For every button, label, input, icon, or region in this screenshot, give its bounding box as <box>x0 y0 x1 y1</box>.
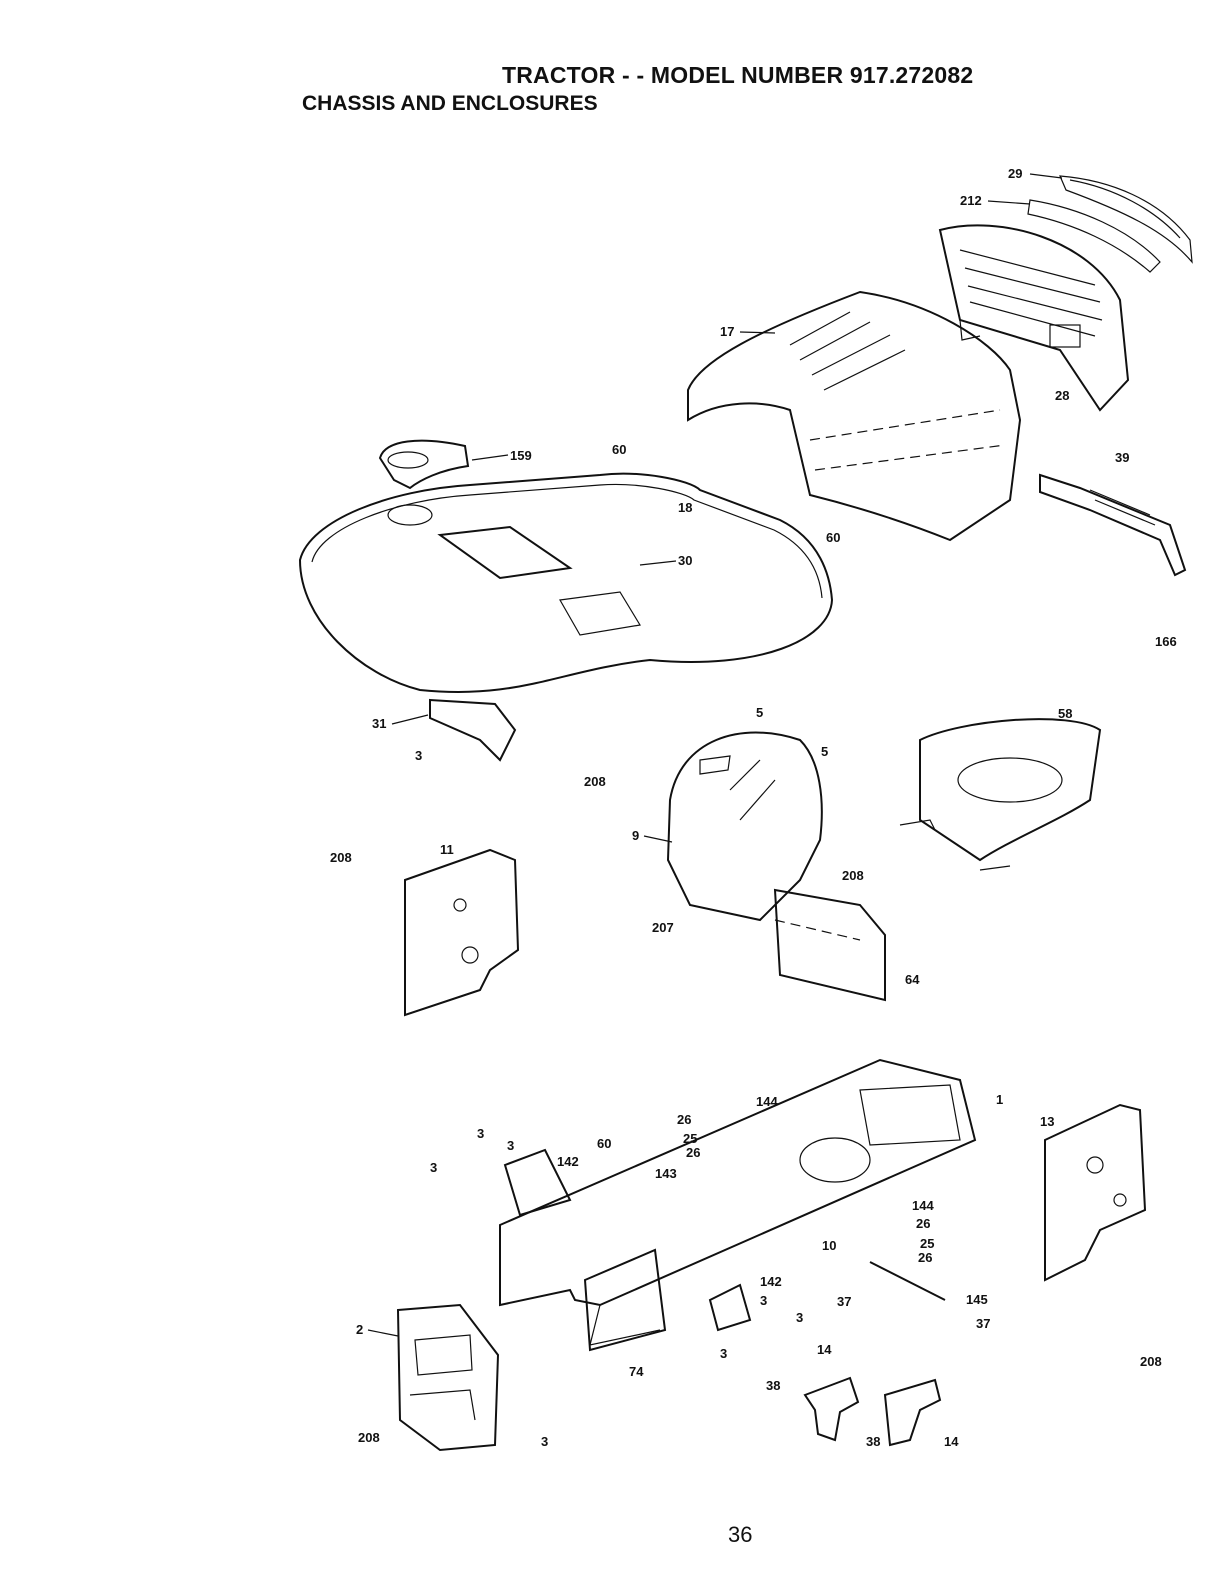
callout-14-lower: 14 <box>944 1434 959 1449</box>
fender-deck-30 <box>298 472 834 693</box>
callout-10: 10 <box>822 1238 836 1253</box>
callout-14-upper: 14 <box>817 1342 832 1357</box>
callout-159: 159 <box>510 448 532 463</box>
callout-207: 207 <box>652 920 674 935</box>
callout-26-a: 26 <box>677 1112 691 1127</box>
callout-5-right: 5 <box>821 744 828 759</box>
page-number: 36 <box>728 1522 753 1547</box>
callout-18: 18 <box>678 500 692 515</box>
bracket-38-left <box>803 1376 860 1442</box>
callout-3-a: 3 <box>477 1126 484 1141</box>
callout-166: 166 <box>1155 634 1177 649</box>
chute-58 <box>899 718 1102 871</box>
chassis-frame-1 <box>499 1058 977 1346</box>
callout-37-right: 37 <box>976 1316 990 1331</box>
callout-28: 28 <box>1055 388 1069 403</box>
callout-17: 17 <box>720 324 734 339</box>
bracket-142-lower <box>708 1283 752 1332</box>
callout-208-panel64: 208 <box>842 868 864 883</box>
callout-143: 143 <box>655 1166 677 1181</box>
bracket-38-right <box>883 1378 942 1447</box>
side-panel-13 <box>1044 1103 1147 1282</box>
hood-17 <box>687 290 1022 542</box>
callout-208-dash: 208 <box>584 774 606 789</box>
callout-38-right: 38 <box>866 1434 880 1449</box>
mounting-plate <box>583 1248 667 1352</box>
callout-60-upper: 60 <box>612 442 626 457</box>
bracket-31 <box>429 698 517 762</box>
callout-208-left-panel: 208 <box>330 850 352 865</box>
bracket-142-upper <box>503 1148 572 1217</box>
callout-64: 64 <box>905 972 920 987</box>
callout-39: 39 <box>1115 450 1129 465</box>
callout-3-e: 3 <box>796 1310 803 1325</box>
callout-208-front: 208 <box>358 1430 380 1445</box>
front-bracket-2 <box>396 1303 500 1452</box>
cup-holder-159 <box>378 439 470 490</box>
bracket-39 <box>1039 473 1187 577</box>
callout-3-seat: 3 <box>415 748 422 763</box>
callout-30: 30 <box>678 553 692 568</box>
callout-60-lower: 60 <box>826 530 840 545</box>
callout-212: 212 <box>960 193 982 208</box>
section-subtitle: CHASSIS AND ENCLOSURES <box>302 92 598 115</box>
callout-9: 9 <box>632 828 639 843</box>
page-title: TRACTOR - - MODEL NUMBER 917.272082 <box>502 62 974 88</box>
callout-25-b: 25 <box>920 1236 934 1251</box>
panel-64 <box>773 888 886 1002</box>
callout-58: 58 <box>1058 706 1072 721</box>
callout-1: 1 <box>996 1092 1003 1107</box>
callout-3-front: 3 <box>541 1434 548 1449</box>
callout-3-b: 3 <box>507 1138 514 1153</box>
dash-panel-9 <box>666 731 823 922</box>
callout-74: 74 <box>629 1364 644 1379</box>
callout-26-d: 26 <box>918 1250 932 1265</box>
callout-142-lower: 142 <box>760 1274 782 1289</box>
callout-142-upper: 142 <box>557 1154 579 1169</box>
callout-145: 145 <box>966 1292 988 1307</box>
callout-29: 29 <box>1008 166 1022 181</box>
callout-3-f: 3 <box>720 1346 727 1361</box>
grille-strip-212 <box>1027 199 1161 273</box>
callout-26-c: 26 <box>916 1216 930 1231</box>
side-panel-11 <box>404 848 520 1017</box>
callout-3-d: 3 <box>760 1293 767 1308</box>
callout-labels: 29 212 17 28 159 60 18 39 166 60 30 31 3… <box>330 166 1177 1449</box>
callout-31: 31 <box>372 716 386 731</box>
callout-60-frame: 60 <box>597 1136 611 1151</box>
rod-145 <box>869 1261 946 1301</box>
callout-5-left: 5 <box>756 705 763 720</box>
callout-13: 13 <box>1040 1114 1054 1129</box>
callout-25-a: 25 <box>683 1131 697 1146</box>
callout-144-upper: 144 <box>756 1094 778 1109</box>
callout-2: 2 <box>356 1322 363 1337</box>
front-grille-28 <box>938 224 1130 412</box>
callout-38-left: 38 <box>766 1378 780 1393</box>
callout-3-c: 3 <box>430 1160 437 1175</box>
grille-strip-29 <box>1059 175 1193 264</box>
callout-37-left: 37 <box>837 1294 851 1309</box>
callout-26-b: 26 <box>686 1145 700 1160</box>
callout-11: 11 <box>440 842 454 857</box>
callout-144-lower: 144 <box>912 1198 934 1213</box>
callout-208-right-panel: 208 <box>1140 1354 1162 1369</box>
